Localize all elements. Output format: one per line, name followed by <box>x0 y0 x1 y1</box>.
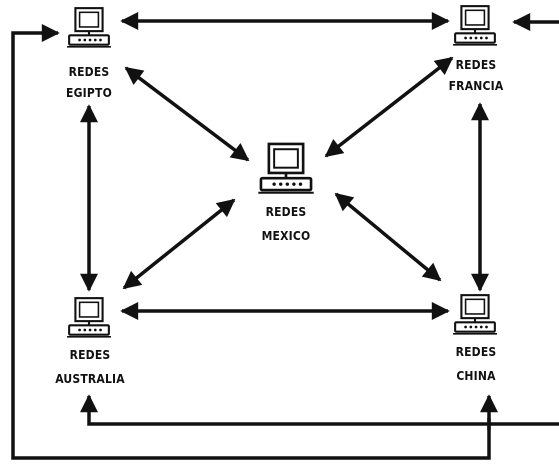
node-australia: REDES AUSTRALIA <box>55 297 125 386</box>
edge-china-mexico <box>334 192 442 282</box>
node-label-line1: REDES <box>456 345 497 359</box>
edge-egipto-mexico <box>124 66 250 162</box>
node-label-line2: FRANCIA <box>449 79 504 93</box>
node-label-line1: REDES <box>456 58 497 72</box>
computer-icon <box>66 7 112 48</box>
computer-icon <box>66 297 112 338</box>
computer-icon <box>257 142 315 195</box>
node-mexico: REDES MEXICO <box>257 142 315 243</box>
node-francia: REDES FRANCIA <box>449 5 504 93</box>
node-egipto: REDES EGIPTO <box>66 7 112 100</box>
node-label-line2: EGIPTO <box>66 86 112 100</box>
node-china: REDES CHINA <box>452 294 498 383</box>
edge-australia-mexico <box>122 198 236 290</box>
computer-icon <box>452 294 498 335</box>
node-label-line2: MEXICO <box>262 229 311 243</box>
edge-francia-mexico <box>324 56 454 158</box>
computer-icon <box>452 5 498 46</box>
node-label-line2: AUSTRALIA <box>55 372 125 386</box>
node-label-line1: REDES <box>69 65 110 79</box>
node-label-line1: REDES <box>70 348 111 362</box>
edge-right-australia-loop <box>80 394 559 426</box>
node-label-line2: CHINA <box>456 369 496 383</box>
node-label-line1: REDES <box>266 205 307 219</box>
edge-china-egipto-loop <box>11 24 491 460</box>
